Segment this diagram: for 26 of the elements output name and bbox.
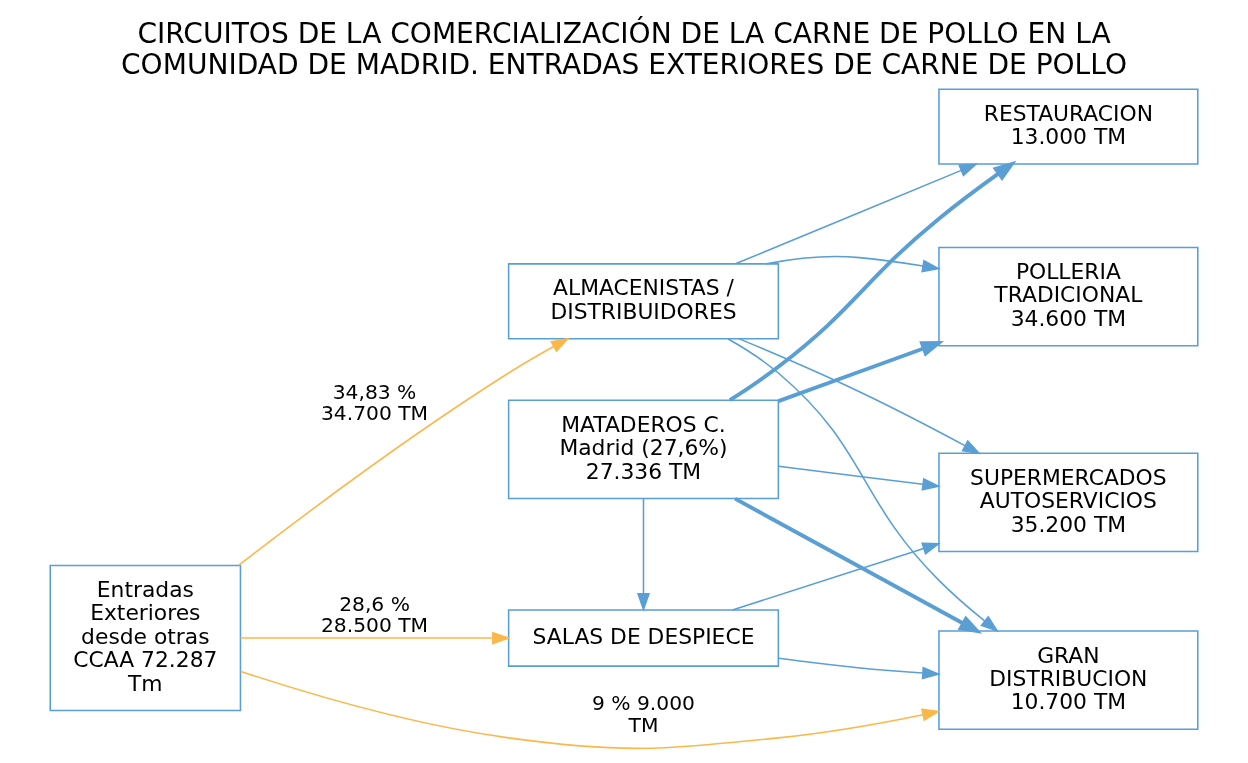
arrow bbox=[734, 163, 978, 265]
arrow bbox=[239, 670, 941, 750]
node-box: RESTAURACION 13.000 TM bbox=[938, 88, 1199, 165]
arrow bbox=[636, 498, 651, 612]
node-box: MATADEROS C. Madrid (27,6%) 27.336 TM bbox=[507, 399, 780, 500]
node-box: ALMACENISTAS / DISTRIBUIDORES bbox=[507, 263, 780, 340]
node-box: GRAN DISTRIBUCION 10.700 TM bbox=[938, 630, 1199, 731]
arrow bbox=[777, 341, 945, 403]
arrow bbox=[239, 631, 511, 645]
arrow bbox=[778, 657, 941, 680]
arrow bbox=[777, 465, 941, 491]
arrow bbox=[731, 542, 941, 611]
diagram-title: CIRCUITOS DE LA COMERCIALIZACIÓN DE LA CARNE DE POLLO EN LA COMUNIDAD DE MADRID. ENTRADAS EXTERIORES DE CARNE DE POLLO bbox=[121, 17, 1127, 82]
arrow bbox=[238, 337, 570, 566]
arrow bbox=[734, 496, 983, 634]
node-box: POLLERIA TRADICIONAL 34.600 TM bbox=[938, 246, 1199, 347]
arrow bbox=[728, 160, 1017, 402]
node-box: Entradas Exteriores desde otras CCAA 72.287 Tm bbox=[49, 564, 242, 712]
node-box: SUPERMERCADOS AUTOSERVICIOS 35.200 TM bbox=[938, 452, 1199, 553]
arrow bbox=[765, 255, 941, 273]
arrow bbox=[738, 338, 981, 455]
edge-label: 34,83 % 34.700 TM bbox=[320, 379, 429, 426]
arrow bbox=[727, 338, 999, 633]
edge-label: 28,6 % 28.500 TM bbox=[320, 591, 429, 638]
edge-label: 9 % 9.000 TM bbox=[592, 691, 695, 738]
node-box: SALAS DE DESPIECE bbox=[507, 609, 780, 667]
